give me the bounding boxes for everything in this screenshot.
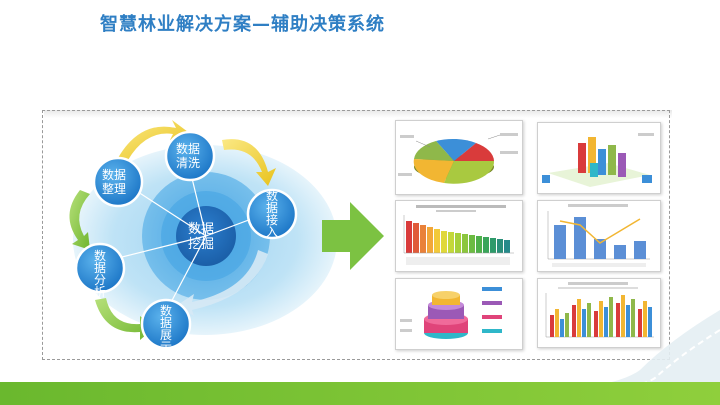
- arrow-analysis-to-display: [95, 298, 154, 340]
- connector-organize: [134, 189, 207, 237]
- pie-chart-graphic: [398, 133, 518, 184]
- content-frame: [42, 110, 670, 360]
- node-clean: [164, 130, 216, 182]
- node-organize-label: 数据 整理: [102, 168, 127, 196]
- thumbnail-cylinder-chart: [395, 278, 523, 350]
- frame-shadow: [44, 110, 672, 118]
- thumbnail-pie-chart: [395, 120, 523, 195]
- thumbnail-3d-bar-chart: [537, 122, 661, 194]
- thumbnail-bar-chart: [395, 200, 523, 272]
- bar-chart-graphic: [403, 205, 514, 265]
- slide-title: 智慧林业解决方案—辅助决策系统: [100, 14, 385, 35]
- thumbnail-combo-chart: [537, 200, 661, 272]
- road-decoration: [560, 310, 720, 390]
- node-display-label: 数 据 展 示: [160, 304, 173, 354]
- node-organize: [92, 156, 144, 208]
- arrow-organize-to-analysis: [69, 190, 90, 250]
- node-analysis: [74, 242, 126, 294]
- node-access: [246, 188, 298, 240]
- arrow-organize-to-clean: [118, 120, 188, 160]
- node-display: [140, 298, 192, 350]
- connector-display: [167, 235, 207, 309]
- connector-analysis: [109, 235, 207, 261]
- footer-bar: [0, 382, 720, 405]
- clustered-bar-graphic: [545, 282, 654, 338]
- 3d-bar-graphic: [542, 133, 654, 187]
- node-analysis-label: 数 据 分 析: [94, 249, 107, 299]
- node-clean-label: 数据 清洗: [176, 142, 201, 170]
- cylinder-chart-graphic: [400, 287, 502, 339]
- thumbnail-clustered-bar-chart: [537, 278, 661, 348]
- flow-arrow: [322, 202, 384, 270]
- node-access-label: 数 据 接 入: [266, 189, 279, 239]
- center-label: 数据 挖掘: [188, 222, 215, 252]
- combo-chart-graphic: [547, 204, 650, 267]
- arrow-clean-to-access: [222, 139, 276, 186]
